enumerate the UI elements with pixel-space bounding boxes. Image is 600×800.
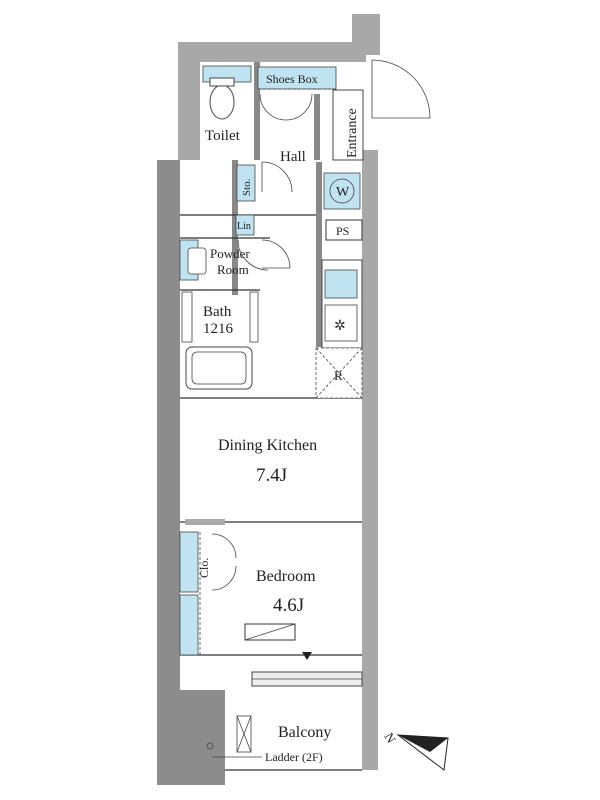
- room-toilet-label: Toilet: [205, 128, 241, 144]
- ladder-label: Ladder (2F): [265, 750, 323, 764]
- bath-label-line1: Bath: [203, 304, 232, 320]
- dining-kitchen-size: 7.4J: [256, 465, 287, 486]
- powder-room-label-line1: Powder: [210, 246, 250, 261]
- room-hall-label: Hall: [280, 149, 306, 165]
- bath-fixtures: [181, 291, 259, 390]
- balcony-label: Balcony: [278, 724, 331, 741]
- bath-label-line2: 1216: [203, 321, 234, 337]
- refrigerator-label: R: [334, 368, 343, 383]
- bedroom-label: Bedroom: [256, 568, 316, 585]
- powder-room-fixtures: [179, 239, 291, 281]
- kitchen-counter: ✲: [315, 259, 363, 399]
- bedroom-size: 4.6J: [273, 595, 304, 616]
- svg-text:✲: ✲: [334, 318, 346, 334]
- entrance-area: [332, 59, 431, 161]
- linen-closet: [235, 214, 255, 236]
- interior: [180, 62, 362, 770]
- washer-label: W: [336, 185, 350, 200]
- storage-label: Sto.: [241, 178, 253, 196]
- entrance-label: Entrance: [345, 108, 360, 158]
- closet-fixtures: [179, 531, 237, 656]
- closet-label: Clo.: [197, 558, 211, 578]
- air-conditioner: [244, 623, 296, 641]
- powder-room-label-line2: Room: [217, 262, 249, 277]
- toilet-fixture: [202, 65, 252, 120]
- structural-walls: [157, 14, 380, 785]
- compass-icon: [396, 734, 449, 771]
- shoes-box-label: Shoes Box: [266, 72, 318, 86]
- pipe-space-label: PS: [336, 224, 349, 238]
- pipe-space: [325, 219, 363, 241]
- linen-label: Lin: [237, 221, 251, 232]
- compass-north-label: N: [381, 730, 399, 746]
- balcony-area: [206, 715, 362, 771]
- washer-space: [323, 172, 361, 210]
- storage-closet: [236, 164, 256, 202]
- dining-kitchen-label: Dining Kitchen: [218, 437, 317, 454]
- shoes-box: [257, 66, 337, 121]
- window-marker: [302, 652, 312, 660]
